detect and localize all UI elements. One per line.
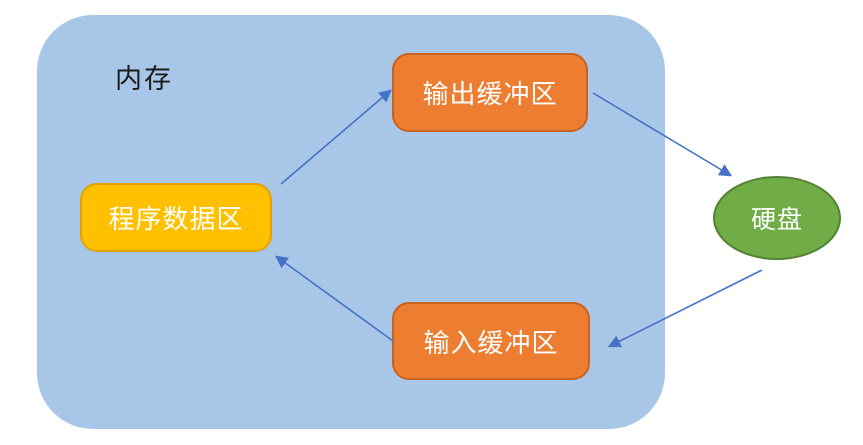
memory-region-label: 内存: [115, 64, 173, 95]
node-output-buffer-label: 输出缓冲区: [422, 80, 558, 110]
node-program-data-area: 程序数据区: [80, 183, 272, 252]
node-hard-disk-label: 硬盘: [750, 205, 803, 234]
node-input-buffer-label: 输入缓冲区: [423, 328, 559, 359]
node-input-buffer: 输入缓冲区: [392, 302, 590, 380]
node-program-data-label: 程序数据区: [108, 205, 244, 235]
node-output-buffer: 输出缓冲区: [392, 53, 588, 132]
node-hard-disk: 硬盘: [713, 176, 841, 260]
